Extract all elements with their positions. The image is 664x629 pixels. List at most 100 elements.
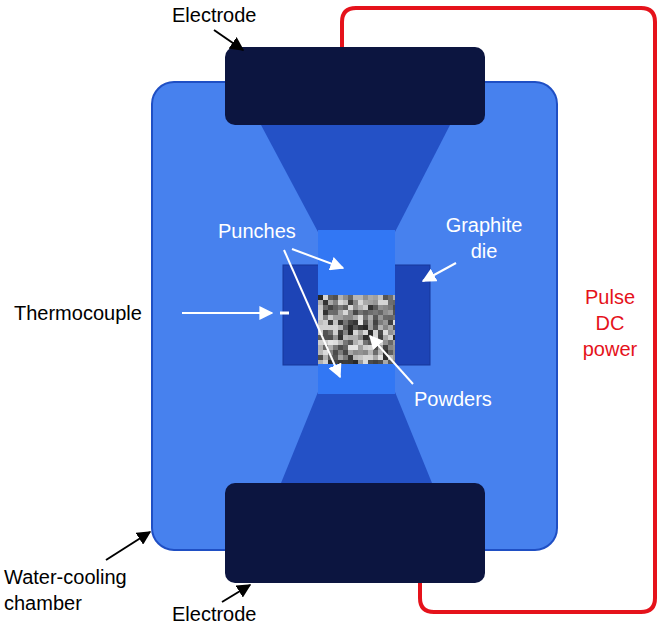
powder-grain bbox=[343, 360, 348, 364]
powder-grain bbox=[348, 335, 353, 340]
powder-grain bbox=[318, 305, 323, 310]
powder-grain bbox=[338, 360, 343, 364]
powder-grain bbox=[348, 340, 353, 345]
powder-grain bbox=[333, 325, 338, 330]
powder-grain bbox=[343, 350, 348, 355]
powder-grain bbox=[373, 295, 378, 300]
powder-grain bbox=[368, 295, 373, 300]
powder-grain bbox=[328, 340, 333, 345]
powder-grain bbox=[388, 335, 393, 340]
powder-grain bbox=[383, 335, 388, 340]
upper-ram bbox=[261, 125, 450, 232]
powder-grain bbox=[363, 335, 368, 340]
powder-grain bbox=[383, 295, 388, 300]
powder-grain bbox=[343, 305, 348, 310]
powder-grain bbox=[338, 315, 343, 320]
powder-grain bbox=[343, 340, 348, 345]
powder-grain bbox=[373, 330, 378, 335]
powder-grain bbox=[373, 310, 378, 315]
powder-grain bbox=[323, 315, 328, 320]
powder-grain bbox=[338, 310, 343, 315]
powder-grain bbox=[383, 310, 388, 315]
leader-arrow bbox=[284, 250, 340, 377]
powder-grain bbox=[333, 345, 338, 350]
powder-grain bbox=[378, 340, 383, 345]
powder-grain bbox=[338, 300, 343, 305]
powder-grain bbox=[353, 320, 358, 325]
powder-grain bbox=[318, 300, 323, 305]
powder-grain bbox=[368, 360, 373, 364]
powder-grain bbox=[378, 315, 383, 320]
lower-electrode bbox=[225, 483, 485, 583]
powder-grain bbox=[318, 310, 323, 315]
powder-grain bbox=[368, 310, 373, 315]
powder-grain bbox=[353, 350, 358, 355]
powder-grain bbox=[353, 295, 358, 300]
powder-grain bbox=[388, 345, 393, 350]
powder-grain bbox=[338, 335, 343, 340]
powder-grain bbox=[378, 335, 383, 340]
leader-arrow bbox=[222, 585, 250, 602]
powder-grain bbox=[378, 320, 383, 325]
leader-arrow bbox=[106, 532, 150, 560]
powder-grain bbox=[363, 305, 368, 310]
powder-grain bbox=[353, 325, 358, 330]
powder-grain bbox=[323, 360, 328, 364]
powder-grain bbox=[338, 305, 343, 310]
powder-grain bbox=[333, 320, 338, 325]
powder-grain bbox=[343, 345, 348, 350]
powder-grain bbox=[343, 320, 348, 325]
powder-grain bbox=[358, 315, 363, 320]
powder-grain bbox=[393, 345, 395, 350]
powder-grain bbox=[363, 340, 368, 345]
powder-grain bbox=[328, 305, 333, 310]
powder-grain bbox=[393, 340, 395, 345]
powder-grain bbox=[333, 305, 338, 310]
powder-grain bbox=[328, 315, 333, 320]
powder-grain bbox=[348, 330, 353, 335]
powder-grain bbox=[393, 320, 395, 325]
powder-grain bbox=[388, 325, 393, 330]
powder-grain bbox=[388, 340, 393, 345]
powder-grain bbox=[353, 345, 358, 350]
powder-grain bbox=[358, 350, 363, 355]
powder-grain bbox=[338, 340, 343, 345]
powder-grain bbox=[333, 300, 338, 305]
powder-grain bbox=[333, 315, 338, 320]
powder-grain bbox=[393, 295, 395, 300]
powder-grain bbox=[368, 345, 373, 350]
powder-grain bbox=[348, 320, 353, 325]
powder-grain bbox=[348, 300, 353, 305]
lower-ram bbox=[281, 392, 432, 483]
powder-grain bbox=[328, 330, 333, 335]
powder-grain bbox=[353, 340, 358, 345]
powder-grain bbox=[318, 320, 323, 325]
powder-grain bbox=[393, 315, 395, 320]
powder-grain bbox=[328, 310, 333, 315]
powder-grain bbox=[358, 310, 363, 315]
powder-grain bbox=[318, 340, 323, 345]
powder-grain bbox=[378, 360, 383, 364]
powder-grain bbox=[343, 335, 348, 340]
powder-grain bbox=[343, 330, 348, 335]
powder-grain bbox=[358, 355, 363, 360]
powder-grain bbox=[323, 295, 328, 300]
powder-grain bbox=[323, 330, 328, 335]
powder-grain bbox=[363, 355, 368, 360]
powder-grain bbox=[363, 345, 368, 350]
powder-grain bbox=[363, 300, 368, 305]
powder-grain bbox=[378, 330, 383, 335]
powder-grain bbox=[358, 340, 363, 345]
powder-grain bbox=[368, 330, 373, 335]
powder-grain bbox=[343, 325, 348, 330]
powder-grain bbox=[393, 305, 395, 310]
powder-grain bbox=[373, 305, 378, 310]
powder-grain bbox=[348, 305, 353, 310]
powder-grain bbox=[378, 305, 383, 310]
powder-grain bbox=[363, 330, 368, 335]
powder-grain bbox=[328, 295, 333, 300]
powder-grain bbox=[358, 325, 363, 330]
powder-grain bbox=[318, 315, 323, 320]
powder-grain bbox=[318, 345, 323, 350]
powder-grain bbox=[353, 315, 358, 320]
